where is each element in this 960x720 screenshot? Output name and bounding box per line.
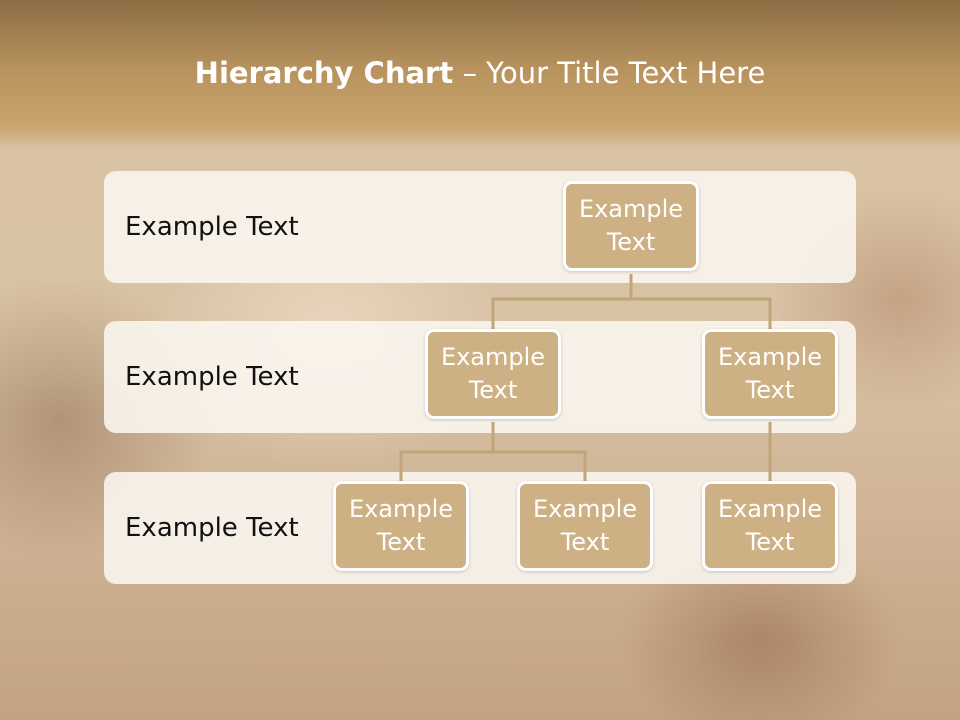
node-leaf-3-label: Example Text	[717, 495, 823, 556]
level-label-2: Example Text	[125, 362, 299, 392]
node-mid-right-label: Example Text	[717, 343, 823, 404]
node-leaf-2[interactable]: Example Text	[517, 481, 653, 571]
node-leaf-1[interactable]: Example Text	[333, 481, 469, 571]
node-leaf-1-label: Example Text	[348, 495, 454, 556]
node-mid-left-label: Example Text	[440, 343, 546, 404]
level-label-3: Example Text	[125, 513, 299, 543]
level-label-1: Example Text	[125, 212, 299, 242]
node-root[interactable]: Example Text	[563, 181, 699, 271]
node-mid-right[interactable]: Example Text	[702, 329, 838, 419]
level-band-1: Example Text	[104, 171, 856, 283]
node-leaf-2-label: Example Text	[532, 495, 638, 556]
connector-midleft-to-leaves	[399, 450, 587, 482]
title-rest: – Your Title Text Here	[453, 56, 766, 90]
node-root-label: Example Text	[578, 195, 684, 256]
node-leaf-3[interactable]: Example Text	[702, 481, 838, 571]
title-bold: Hierarchy Chart	[194, 56, 454, 90]
node-mid-left[interactable]: Example Text	[425, 329, 561, 419]
connector-root-to-mid	[491, 297, 772, 330]
slide-title: Hierarchy Chart – Your Title Text Here	[0, 56, 960, 90]
